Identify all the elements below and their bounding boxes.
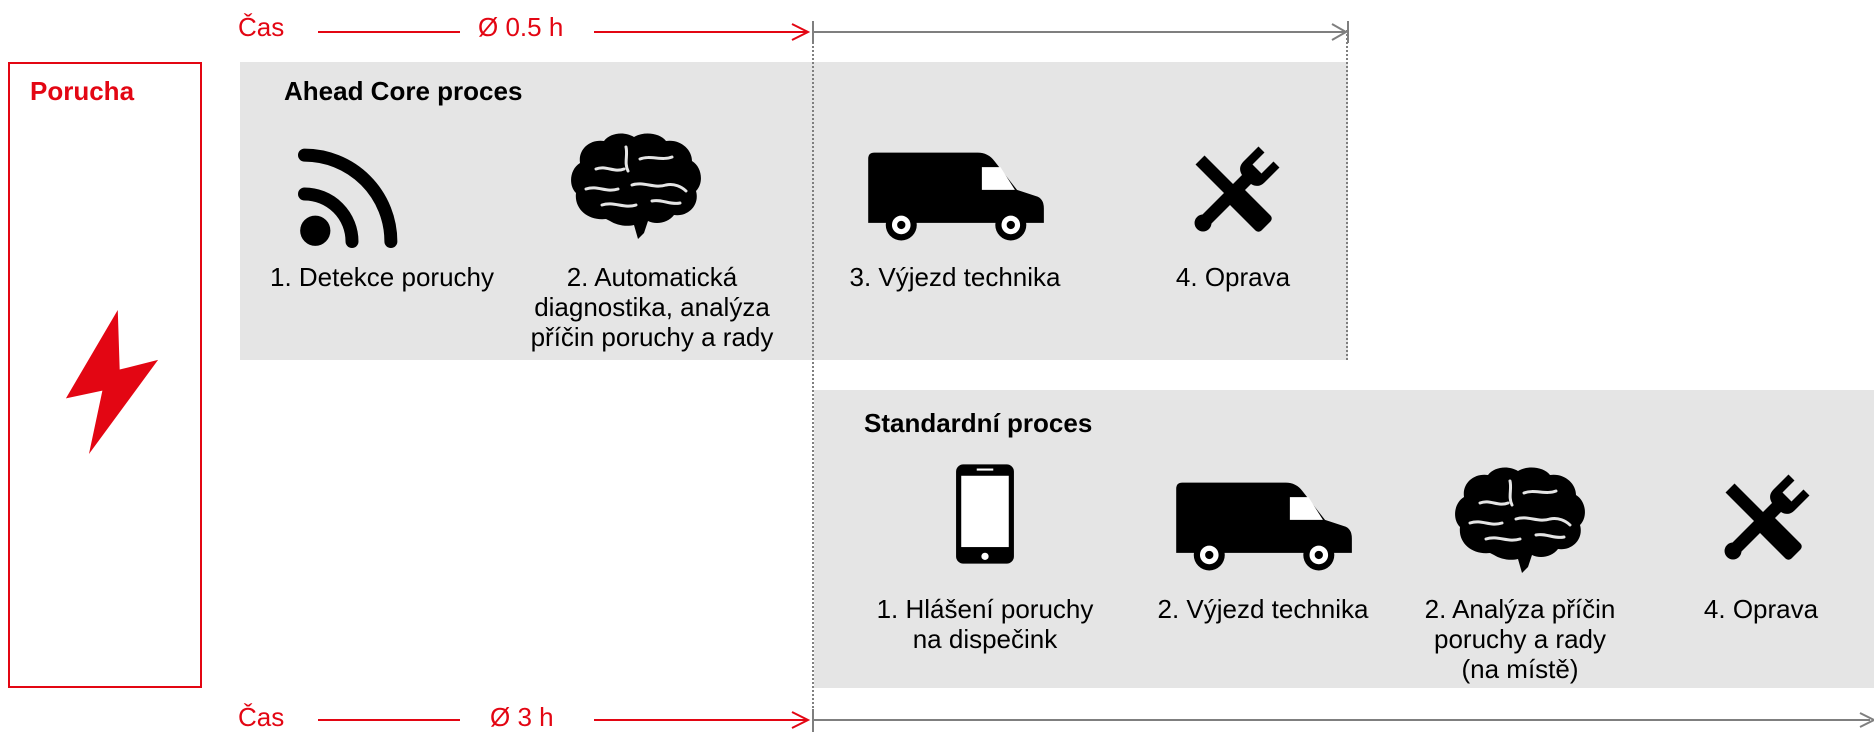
timeline-top-line-left bbox=[318, 31, 460, 33]
label-line: 3. Výjezd technika bbox=[849, 262, 1061, 292]
standard-step-2-label: 2. Výjezd technika bbox=[1136, 594, 1390, 624]
lightning-bolt-icon bbox=[62, 310, 162, 454]
standard-process-title: Standardní proces bbox=[864, 408, 1093, 438]
dotted-divider-ahead-end bbox=[1346, 30, 1348, 360]
timeline-bottom-duration: Ø 3 h bbox=[490, 702, 554, 732]
ahead-process-panel: Ahead Core proces 1. Detekce poruchy 2. … bbox=[240, 62, 1348, 360]
label-line: 1. Detekce poruchy bbox=[269, 262, 494, 292]
label-line: 4. Oprava bbox=[1703, 594, 1819, 624]
label-line: 1. Hlášení poruchy bbox=[876, 594, 1094, 624]
timeline-top-arrow-red bbox=[594, 19, 816, 45]
label-line: na dispečink bbox=[912, 624, 1058, 654]
timeline-bottom-line-left bbox=[318, 719, 460, 721]
label-line: 2. Analýza příčin bbox=[1424, 594, 1616, 624]
smartphone-icon bbox=[954, 462, 1016, 566]
dotted-divider-center bbox=[812, 30, 814, 732]
brain-icon bbox=[566, 126, 706, 242]
timeline-bottom-arrow-gray bbox=[812, 705, 1874, 732]
label-line: 4. Oprava bbox=[1175, 262, 1291, 292]
van-icon bbox=[862, 148, 1048, 242]
label-line: (na místě) bbox=[1461, 654, 1579, 684]
timeline-top-arrow-gray bbox=[812, 17, 1350, 47]
label-line: 2. Automatická bbox=[566, 262, 738, 292]
timeline-top-label: Čas bbox=[238, 12, 285, 42]
brain-icon bbox=[1450, 460, 1590, 576]
ahead-step-2-label: 2. Automatická diagnostika, analýza příč… bbox=[514, 262, 790, 352]
tools-icon bbox=[1180, 140, 1286, 246]
label-line: 2. Výjezd technika bbox=[1157, 594, 1369, 624]
van-icon bbox=[1170, 478, 1356, 572]
timeline-bottom-label: Čas bbox=[238, 702, 285, 732]
label-line: poruchy a rady bbox=[1434, 624, 1606, 654]
ahead-step-4-label: 4. Oprava bbox=[1140, 262, 1326, 292]
label-line: příčin poruchy a rady bbox=[530, 322, 774, 352]
standard-step-4-label: 4. Oprava bbox=[1666, 594, 1856, 624]
standard-step-1-label: 1. Hlášení poruchy na dispečink bbox=[854, 594, 1116, 654]
tools-icon bbox=[1710, 468, 1816, 574]
ahead-process-title: Ahead Core proces bbox=[284, 76, 523, 106]
label-line: diagnostika, analýza bbox=[534, 292, 770, 322]
standard-process-panel: Standardní proces 1. Hlášení poruchy na … bbox=[814, 390, 1874, 688]
timeline-bottom-arrow-red bbox=[594, 707, 816, 733]
fault-title: Porucha bbox=[30, 76, 135, 106]
ahead-step-3-label: 3. Výjezd technika bbox=[830, 262, 1080, 292]
wifi-signal-icon bbox=[298, 140, 406, 248]
fault-panel: Porucha bbox=[8, 62, 202, 688]
standard-step-3-label: 2. Analýza příčin poruchy a rady (na mís… bbox=[1402, 594, 1638, 684]
timeline-top-duration: Ø 0.5 h bbox=[478, 12, 564, 42]
ahead-step-1-label: 1. Detekce poruchy bbox=[240, 262, 524, 292]
